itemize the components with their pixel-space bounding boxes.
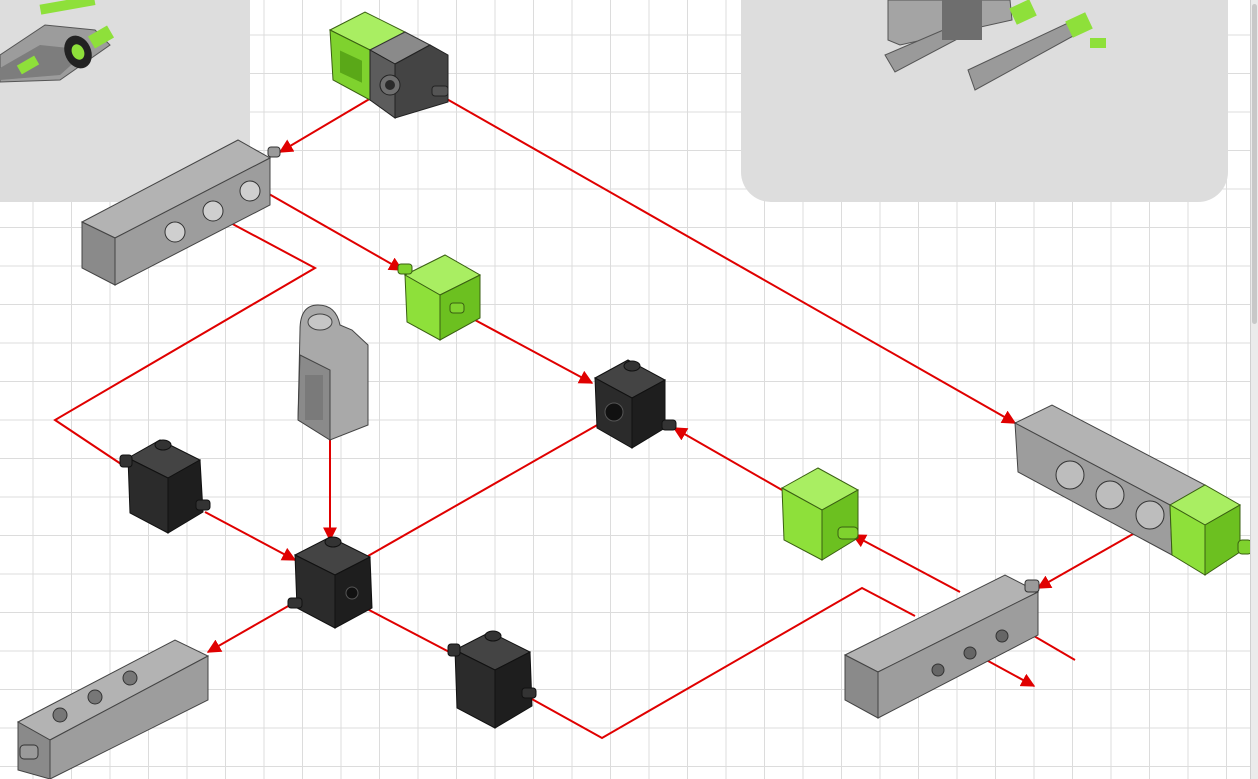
connector-line (672, 427, 783, 491)
green-block-axle-part (780, 467, 860, 561)
connector-line (367, 415, 615, 557)
connector-line (1036, 529, 1141, 589)
connector-line (529, 586, 916, 740)
connector-lines (53, 87, 1141, 740)
black-cube-part (287, 536, 373, 629)
connector-line (261, 189, 404, 271)
connector-line (204, 511, 297, 561)
connector-line (206, 604, 291, 653)
grey-beam-part (843, 574, 1040, 719)
vehicle-assembly-icon (0, 0, 115, 83)
black-cube-part (593, 359, 677, 449)
assembly-preview-panel-right (741, 0, 1228, 202)
connector-line (851, 534, 961, 593)
connector-line (461, 312, 594, 384)
black-cube-part (447, 630, 537, 729)
scrollbar-thumb[interactable] (1252, 4, 1257, 324)
grey-beam-green-end-part (1013, 404, 1253, 576)
green-grey-block-part (328, 11, 449, 119)
grey-beam-part (80, 139, 281, 286)
black-cube-part (119, 439, 211, 534)
connector-line (53, 212, 318, 467)
grey-beam-part (16, 639, 210, 779)
beam-assembly-icon (884, 0, 1106, 91)
grey-hinge-part (297, 304, 369, 441)
vertical-scrollbar[interactable] (1250, 0, 1258, 779)
connector-line (444, 97, 1017, 424)
green-block-part (397, 254, 482, 341)
